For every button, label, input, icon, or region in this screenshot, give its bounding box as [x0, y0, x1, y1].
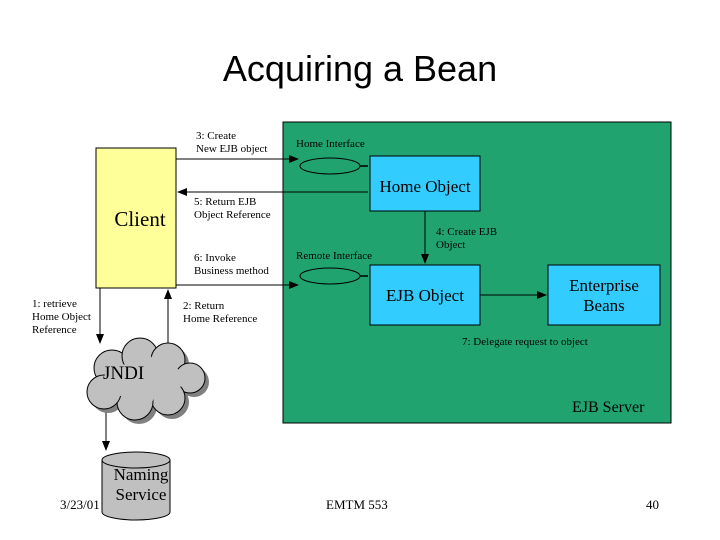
- client-box: [95, 147, 177, 289]
- ejb-object-label: EJB Object: [386, 286, 464, 305]
- home-object-label: Home Object: [379, 177, 471, 196]
- jndi-label: JNDI: [103, 363, 145, 384]
- naming-service-label: Naming Service: [113, 465, 169, 504]
- footer-date: 3/23/01: [60, 497, 100, 512]
- client-label: Client: [114, 207, 166, 231]
- slide-title: Acquiring a Bean: [222, 48, 498, 89]
- step1-label: 1: retrieve Home Object Reference: [32, 298, 91, 336]
- home-object-box: [369, 155, 481, 212]
- step6-label: 6: Invoke Business method: [194, 252, 269, 277]
- remote-interface-ellipse: [299, 267, 361, 285]
- step7-label: 7: Delegate request to object: [462, 336, 588, 348]
- enterprise-beans-box: [547, 264, 661, 326]
- home-interface-ellipse: [299, 157, 361, 175]
- footer-course: EMTM 553: [326, 497, 388, 512]
- step2-label: 2: Return Home Reference: [183, 300, 258, 325]
- naming-service-cylinder: [101, 451, 171, 521]
- step4-label: 4: Create EJB Object: [436, 226, 498, 251]
- ejb-server-label: EJB Server: [572, 399, 645, 416]
- ejb-object-box: [369, 264, 481, 326]
- enterprise-beans-label: Enterprise Beans: [569, 276, 639, 315]
- jndi-cloud: [86, 337, 209, 424]
- footer-page-number: 40: [646, 497, 659, 512]
- step5-label: 5: Return EJB Object Reference: [194, 196, 271, 221]
- remote-interface-label: Remote Interface: [296, 250, 373, 262]
- step3-label: 3: Create New EJB object: [196, 130, 268, 155]
- home-interface-label: Home Interface: [296, 138, 365, 150]
